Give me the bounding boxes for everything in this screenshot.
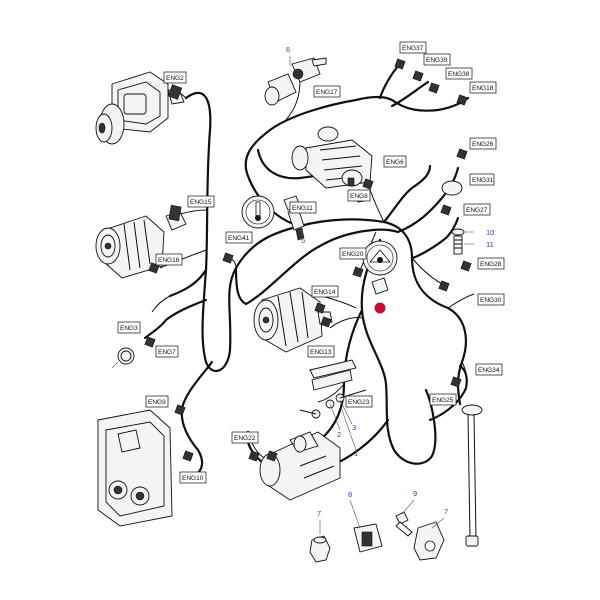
sensor-6-component <box>264 57 327 106</box>
cab-panel-component <box>97 409 173 527</box>
oil-pressure-sender-highlighted <box>371 277 389 314</box>
relay-bracket-component <box>299 359 367 419</box>
tag-eng3: ENG3 <box>117 321 141 334</box>
tag-eng28-text: ENG28 <box>480 261 502 268</box>
tag-eng18: ENG18 <box>469 81 497 94</box>
tag-eng8: ENG8 <box>347 189 371 202</box>
tag-eng38: ENG38 <box>445 67 473 80</box>
callout-7-clip: 7 <box>444 507 448 516</box>
clamp-8-component <box>353 523 383 553</box>
bolt-9-component <box>395 511 413 537</box>
tag-eng8-text: ENG8 <box>350 193 368 200</box>
branch-wires <box>151 79 475 461</box>
tag-eng9-text: ENG9 <box>148 399 166 406</box>
tag-eng23-text: ENG23 <box>348 399 370 406</box>
tag-eng10-text: ENG10 <box>182 475 204 482</box>
tag-eng10: ENG10 <box>179 471 207 484</box>
callout-6: 6 <box>286 45 290 54</box>
temperature-gauge-component <box>241 195 275 229</box>
tag-eng15-text: ENG15 <box>190 199 212 206</box>
tag-eng25: ENG25 <box>429 393 457 406</box>
callout-10: 10 <box>486 228 494 237</box>
tag-eng34-text: ENG34 <box>478 367 500 374</box>
tag-eng13: ENG13 <box>307 345 335 358</box>
oil-pressure-gauge-component <box>362 240 398 276</box>
tag-eng39: ENG39 <box>423 53 451 66</box>
callout-7-grommet: 7 <box>317 509 321 518</box>
tag-eng38-text: ENG38 <box>448 71 470 78</box>
tag-eng14-text: ENG14 <box>314 289 336 296</box>
tag-eng6: ENG6 <box>383 155 407 168</box>
tag-eng7-text: ENG7 <box>158 349 176 356</box>
tag-eng41: ENG41 <box>225 231 253 244</box>
tag-eng26-text: ENG26 <box>472 141 494 148</box>
fuel-level-sender-component <box>461 404 483 547</box>
tag-eng22: ENG22 <box>231 431 259 444</box>
tag-eng22-text: ENG22 <box>234 435 256 442</box>
tag-eng20: ENG20 <box>339 247 367 260</box>
callout-numbers: 6 5 10 11 2 3 1 7 8 9 7 <box>286 45 494 518</box>
tag-eng2: ENG2 <box>163 71 187 84</box>
callout-1: 1 <box>354 449 358 458</box>
callout-5: 5 <box>301 236 305 245</box>
tag-eng13-text: ENG13 <box>310 349 332 356</box>
tag-eng3-text: ENG3 <box>120 325 138 332</box>
tag-eng20-text: ENG20 <box>342 251 364 258</box>
callout-2: 2 <box>337 430 341 439</box>
starter-motor-component <box>259 431 341 501</box>
tag-eng31: ENG31 <box>469 173 495 186</box>
callout-3: 3 <box>352 423 356 432</box>
tag-eng31-text: ENG31 <box>472 177 494 184</box>
tag-eng16: ENG16 <box>155 253 183 266</box>
tag-eng18-text: ENG18 <box>472 85 494 92</box>
tag-eng9: ENG9 <box>145 395 169 408</box>
tag-eng16-text: ENG16 <box>158 257 180 264</box>
callout-11: 11 <box>486 240 494 249</box>
ac-compressor-component <box>95 211 187 279</box>
tag-eng28: ENG28 <box>477 257 505 270</box>
main-harness <box>143 64 470 478</box>
tag-eng27-text: ENG27 <box>466 207 488 214</box>
callout-8: 8 <box>348 490 352 499</box>
grommet-7-component <box>309 535 331 563</box>
tag-eng25-text: ENG25 <box>432 397 454 404</box>
tag-eng17-text: ENG17 <box>316 89 338 96</box>
stud-11-component <box>453 235 463 255</box>
plug-eng8-component <box>111 347 135 369</box>
tag-eng26: ENG26 <box>469 137 497 150</box>
tag-eng11-text: ENG11 <box>292 205 313 212</box>
tag-eng34: ENG34 <box>475 363 503 376</box>
p-clip-7-component <box>413 521 445 561</box>
tag-eng6-text: ENG6 <box>386 159 404 166</box>
washer-10-component <box>451 228 465 236</box>
tag-eng15: ENG15 <box>187 195 215 208</box>
tag-eng41-text: ENG41 <box>228 235 250 242</box>
tag-eng2-text: ENG2 <box>166 75 184 82</box>
tag-eng14: ENG14 <box>311 285 339 298</box>
tag-eng7: ENG7 <box>155 345 179 358</box>
tag-eng30: ENG30 <box>477 293 505 306</box>
tag-eng37-text: ENG37 <box>402 45 424 52</box>
tag-eng37: ENG37 <box>399 41 427 54</box>
tag-eng11: ENG11 <box>289 201 317 214</box>
tag-eng30-text: ENG30 <box>480 297 502 304</box>
alternator-component <box>253 287 333 353</box>
tag-eng17: ENG17 <box>313 85 341 98</box>
callout-9: 9 <box>413 489 417 498</box>
connector-tags: ENG37 ENG39 ENG38 ENG18 ENG2 ENG17 ENG26… <box>117 41 505 484</box>
callout-leaders <box>289 56 474 534</box>
tag-eng39-text: ENG39 <box>426 57 448 64</box>
tag-eng23: ENG23 <box>345 395 373 408</box>
tag-eng27: ENG27 <box>463 203 491 216</box>
connector-blocks <box>144 58 472 462</box>
